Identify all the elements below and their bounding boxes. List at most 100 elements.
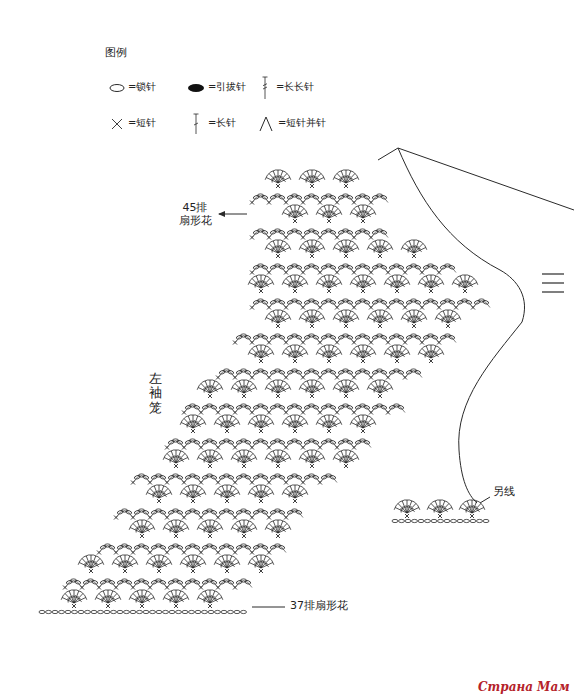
chain-stitch [346, 230, 353, 235]
double-crochet [295, 417, 306, 428]
chain-stitch [295, 230, 302, 235]
double-crochet [254, 485, 261, 498]
double-crochet [346, 175, 359, 183]
chain-stitch [278, 265, 285, 270]
single-crochet [174, 534, 178, 538]
double-crochet [363, 420, 376, 428]
chain-loop [303, 476, 320, 483]
double-crochet [254, 415, 261, 428]
chain-stitch [59, 610, 65, 613]
chain-loop [252, 336, 269, 343]
double-crochet [433, 500, 440, 513]
single-crochet [420, 341, 424, 345]
double-crochet [254, 555, 261, 568]
single-crochet [165, 446, 169, 450]
chain-stitch [193, 580, 200, 585]
chain-stitch [91, 580, 98, 585]
chain-loop [184, 581, 201, 588]
single-crochet [335, 411, 339, 415]
chain-loop [456, 301, 473, 308]
single-crochet [276, 534, 280, 538]
chain-stitch [329, 405, 336, 410]
chain-stitch [244, 335, 251, 340]
double-crochet [312, 452, 323, 463]
chain-loop [439, 336, 456, 343]
single-crochet [437, 306, 441, 310]
watermark: Страна Мам [478, 680, 570, 694]
double-crochet [194, 114, 199, 134]
sleeve-chart [39, 170, 490, 614]
chain-stitch [329, 335, 336, 340]
chain-loop [218, 581, 235, 588]
single-crochet [318, 481, 322, 485]
chain-loop [320, 441, 337, 448]
double-crochet [390, 275, 397, 288]
chain-stitch [261, 370, 268, 375]
double-crochet [210, 522, 221, 533]
chain-stitch [85, 610, 91, 613]
chain-loop [269, 196, 286, 203]
double-crochet [312, 172, 323, 183]
chain-stitch [465, 300, 472, 305]
double-crochet [346, 385, 359, 393]
chain-stitch [397, 335, 404, 340]
chain-loop [371, 336, 388, 343]
single-crochet [403, 376, 407, 380]
chain-stitch [74, 580, 81, 585]
chain-loop [252, 266, 269, 273]
single-crochet [318, 236, 322, 240]
chain-loop [371, 406, 388, 413]
single-crochet [259, 569, 263, 573]
chain-loop [405, 371, 422, 378]
single-crochet [318, 446, 322, 450]
single-crochet [293, 429, 297, 433]
double-crochet [312, 315, 325, 323]
legend-symbols [110, 77, 272, 134]
chain-stitch [312, 195, 319, 200]
double-crochet [176, 525, 189, 533]
single-crochet [335, 341, 339, 345]
single-crochet [233, 411, 237, 415]
double-crochet [424, 275, 431, 288]
double-crochet [67, 590, 74, 603]
single-crochet [386, 306, 390, 310]
chain-stitch [193, 475, 200, 480]
double-crochet [397, 350, 410, 358]
legend-text: =长针 [208, 117, 236, 129]
chain-stitch [182, 610, 188, 613]
single-crochet [216, 376, 220, 380]
double-crochet [220, 485, 227, 498]
single-crochet [250, 481, 254, 485]
chain-stitch [482, 300, 489, 305]
chain-stitch [363, 405, 370, 410]
menu-icon [542, 274, 564, 292]
chain-stitch [278, 300, 285, 305]
chain-stitch [202, 610, 208, 613]
chain-stitch [125, 545, 132, 550]
chain-loop [320, 301, 337, 308]
chain-stitch [399, 519, 405, 522]
legend-text: =锁针 [128, 81, 156, 93]
single-crochet [80, 586, 84, 590]
chain-stitch [261, 335, 268, 340]
chain-loop [354, 301, 371, 308]
double-crochet [339, 240, 346, 253]
chain-stitch [346, 405, 353, 410]
single-crochet [182, 516, 186, 520]
single-crochet [310, 394, 314, 398]
double-crochet [193, 560, 206, 568]
chain-loop [201, 441, 218, 448]
double-crochet [472, 505, 485, 513]
single-crochet [327, 429, 331, 433]
double-crochet [142, 592, 153, 603]
chain-stitch [397, 370, 404, 375]
chain-stitch [312, 405, 319, 410]
chain-stitch [363, 440, 370, 445]
chain-stitch [380, 300, 387, 305]
double-crochet [414, 315, 427, 323]
chain-loop [320, 196, 337, 203]
single-crochet [284, 271, 288, 275]
chain-loop [218, 406, 235, 413]
chain-stitch [295, 475, 302, 480]
chain-loop [473, 301, 490, 308]
